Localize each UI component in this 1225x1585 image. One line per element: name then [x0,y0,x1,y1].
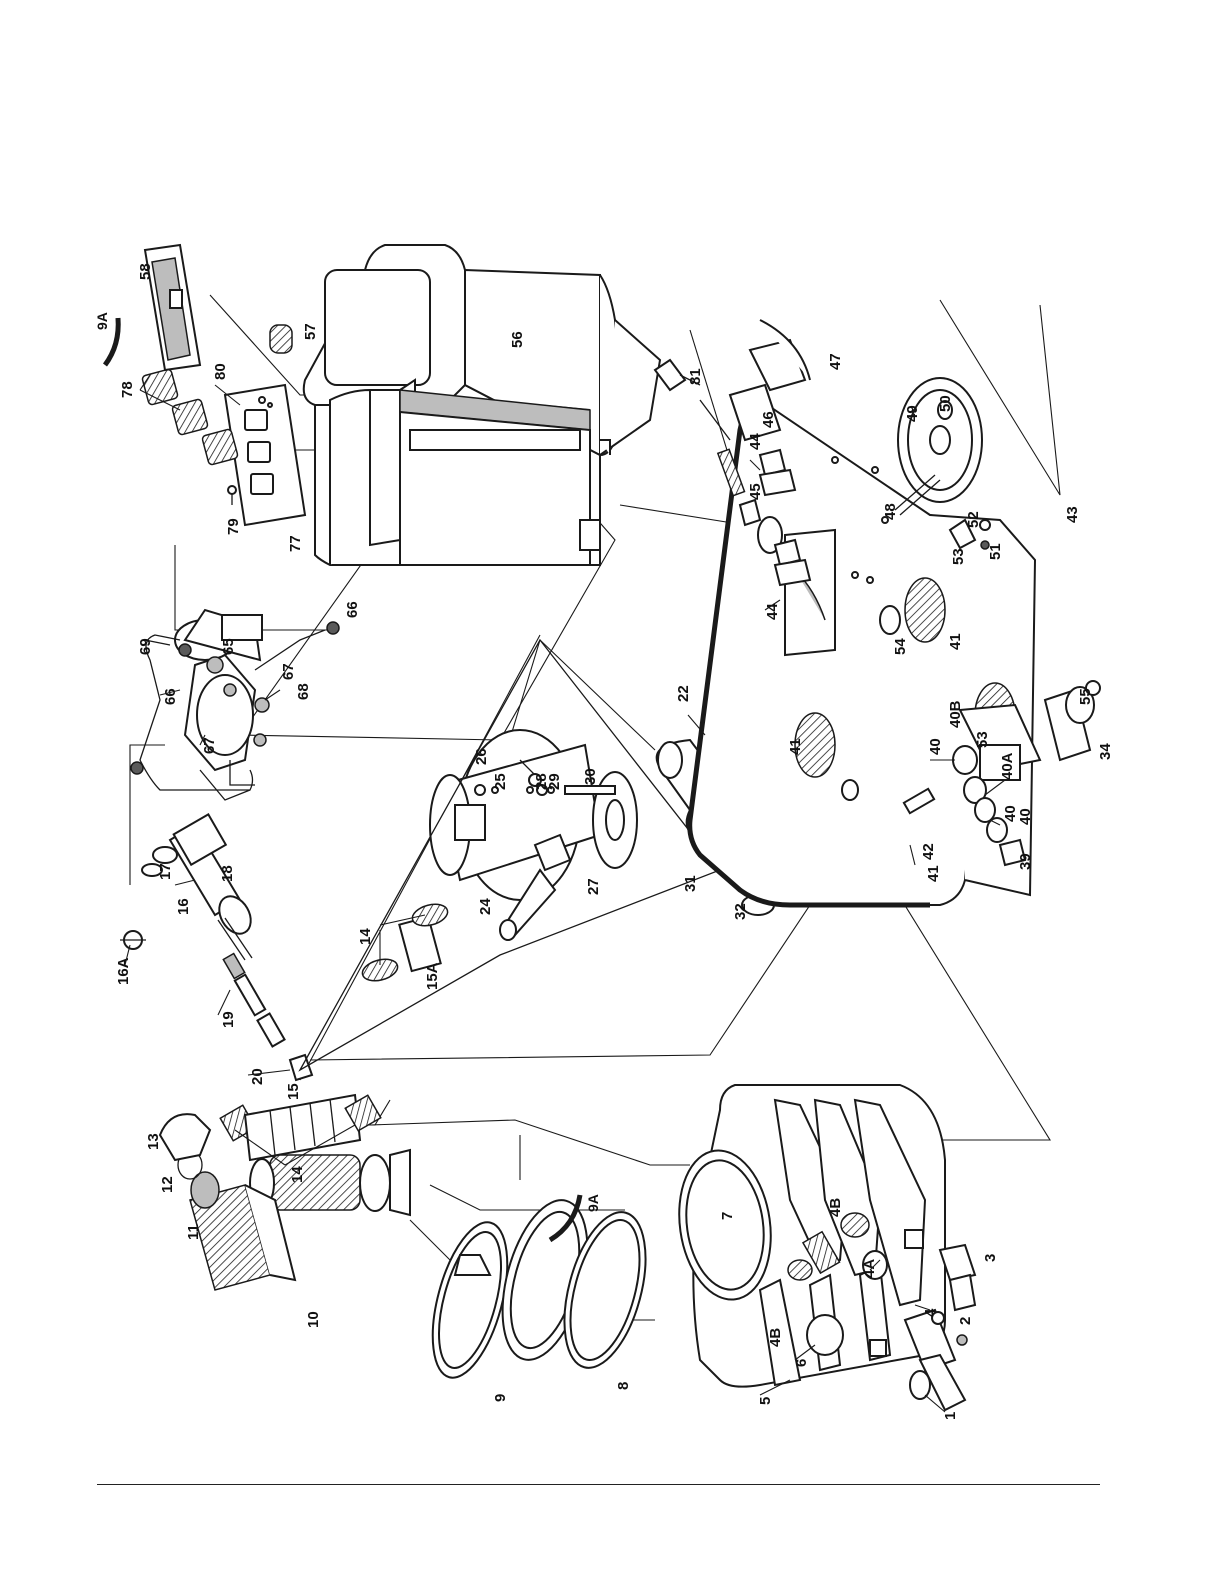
callout-66-lower: 66 [344,601,361,618]
callout-53-right: 53 [950,548,967,565]
callout-46: 46 [760,411,777,428]
callout-48: 48 [882,503,899,520]
callout-31: 31 [682,875,699,892]
callout-3: 3 [982,1254,999,1262]
callout-14-upper: 14 [357,928,374,945]
callout-40a: 40A [999,752,1016,780]
callout-4a: 4A [861,1259,878,1278]
callout-41-a: 41 [787,738,804,755]
callout-9: 9 [492,1394,509,1402]
hose-15 [220,1095,381,1160]
callout-25: 25 [492,773,509,790]
callout-34: 34 [1097,743,1114,760]
callout-50: 50 [937,395,954,412]
callout-22: 22 [675,685,692,702]
service-tag-9a-bottom: 9A [585,1194,601,1212]
callout-77: 77 [287,535,304,552]
lid-rings-8-9 [418,1191,660,1386]
callout-39: 39 [1017,853,1034,870]
filter-57 [270,325,292,353]
callout-15: 15 [285,1083,302,1100]
vacuum-motor [430,730,600,940]
callout-32: 32 [732,903,749,920]
callout-54: 54 [892,638,909,655]
callout-18: 18 [219,865,236,882]
callout-67-right: 67 [280,663,297,680]
callout-27: 27 [585,878,602,895]
callout-56: 56 [509,331,526,348]
rocker-switches-78 [142,369,239,466]
callout-17: 17 [157,863,174,880]
heater-tube [142,814,312,1080]
lint-cap [120,931,146,949]
callout-26: 26 [473,748,490,765]
callout-14-lower: 14 [289,1166,306,1183]
callout-19: 19 [220,1011,237,1028]
callout-78: 78 [119,381,136,398]
callout-2: 2 [957,1317,974,1325]
callout-8: 8 [615,1382,632,1390]
callout-49: 49 [904,405,921,422]
recovery-lid-7 [670,1085,945,1387]
callout-7: 7 [719,1212,736,1220]
callout-20: 20 [249,1068,266,1085]
callout-11: 11 [185,1224,202,1240]
callout-4b-lower: 4B [767,1328,784,1347]
callout-5: 5 [757,1397,774,1405]
callout-40b: 40B [947,700,964,728]
callout-12: 12 [159,1176,176,1193]
pump-assembly-65 [175,610,269,770]
recovery-tank-base-22 [690,400,1035,905]
callout-51: 51 [987,543,1004,560]
callout-29: 29 [546,773,563,790]
callout-40-c: 40 [1017,808,1034,825]
callout-67-left: 67 [201,737,218,754]
callout-30: 30 [582,768,599,785]
footer-rule [97,1484,1100,1485]
callout-4b-upper: 4B [827,1198,844,1217]
callout-10: 10 [305,1311,322,1328]
callout-69: 69 [137,638,154,655]
callout-43: 43 [1064,506,1081,523]
callout-68: 68 [295,683,312,700]
callout-79: 79 [225,518,242,535]
callout-40-a: 40 [927,738,944,755]
service-tag-9a-top: 9A [94,312,110,330]
callout-45: 45 [747,483,764,500]
callout-15a: 15A [424,962,441,990]
callout-41-c: 41 [925,865,942,882]
callout-58: 58 [137,263,154,280]
callout-4: 4 [922,1308,939,1317]
screw-79 [228,486,236,505]
callout-42: 42 [920,843,937,860]
callout-1: 1 [942,1412,959,1420]
callout-13: 13 [145,1133,162,1150]
callout-55: 55 [1077,688,1094,705]
callout-53-drain: 53 [974,731,991,748]
callout-57: 57 [302,323,319,340]
callout-52: 52 [965,511,982,528]
callout-47: 47 [827,353,844,370]
callout-16: 16 [175,898,192,915]
callout-44-a: 44 [747,433,764,450]
callout-80: 80 [212,363,229,380]
callout-65: 65 [220,638,237,655]
solution-tank-56 [304,245,660,565]
callout-16a: 16A [115,957,132,985]
callout-41-b: 41 [947,633,964,650]
callout-81: 81 [687,368,704,385]
callout-24: 24 [477,898,494,915]
